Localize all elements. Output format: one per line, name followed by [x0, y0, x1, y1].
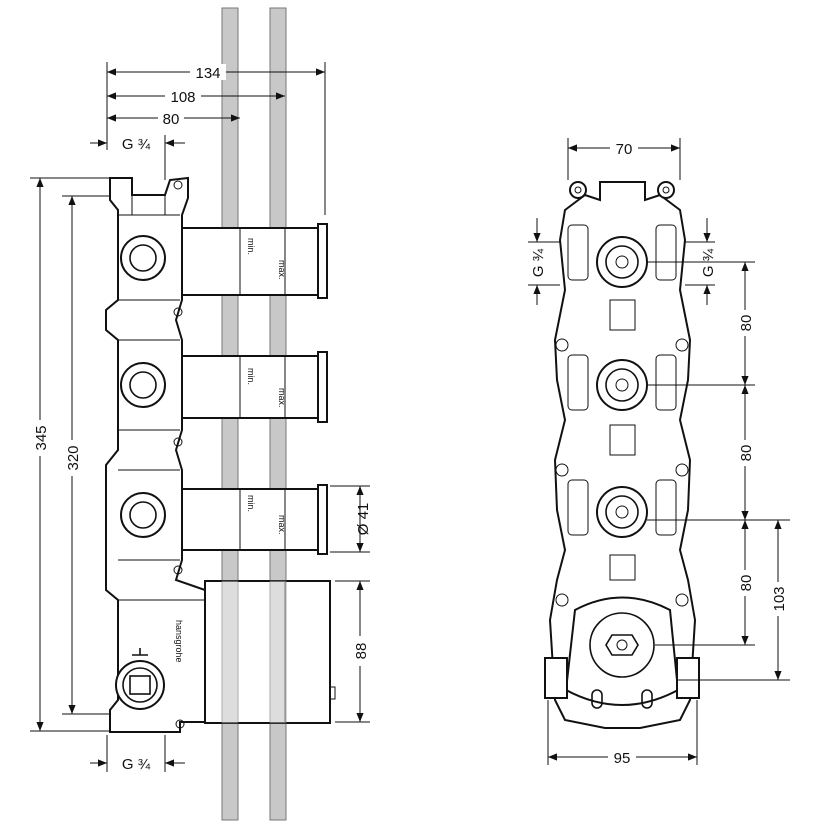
handle-cylinder-3: min. max.: [181, 484, 328, 555]
dim-diameter-41: Ø 41: [355, 503, 372, 536]
max-marker: max.: [277, 515, 287, 535]
side-port-3: [120, 492, 166, 538]
dim-g34-left: G ¾: [530, 248, 547, 277]
dim-320: 320: [65, 445, 82, 470]
dim-80-3: 80: [738, 575, 755, 592]
front-cartridge-1: [596, 236, 648, 288]
handle-cylinder-1: min. max.: [181, 223, 328, 299]
front-diverter-unit: [544, 596, 700, 709]
side-port-2: [120, 362, 166, 408]
dim-103: 103: [771, 586, 788, 611]
brand-logo: hansgrohe: [174, 620, 184, 663]
min-marker: min.: [246, 495, 256, 512]
front-cartridge-2: [596, 359, 648, 411]
dim-g34-top: G ¾: [122, 136, 151, 153]
dim-80-1: 80: [738, 315, 755, 332]
dim-134: 134: [195, 65, 220, 82]
front-view: 70 G ¾ G ¾ 80 80 80 103 95: [528, 138, 790, 767]
dim-70: 70: [616, 141, 633, 158]
dim-80: 80: [163, 111, 180, 128]
side-port-1: [120, 235, 166, 281]
dim-108: 108: [170, 89, 195, 106]
dim-95: 95: [614, 750, 631, 767]
min-marker: min.: [246, 368, 256, 385]
side-port-bottom: [115, 648, 165, 710]
max-marker: max.: [277, 260, 287, 280]
dim-345: 345: [33, 425, 50, 450]
dim-88: 88: [353, 643, 370, 660]
dim-g34-right: G ¾: [700, 248, 717, 277]
front-cartridge-3: [596, 486, 648, 538]
min-marker: min.: [246, 238, 256, 255]
handle-cylinder-2: min. max.: [181, 351, 328, 423]
dim-80-2: 80: [738, 445, 755, 462]
dim-g34-bottom: G ¾: [122, 756, 151, 773]
max-marker: max.: [277, 388, 287, 408]
side-view: hansgrohe min. max. min. max. min. max.: [30, 62, 372, 773]
